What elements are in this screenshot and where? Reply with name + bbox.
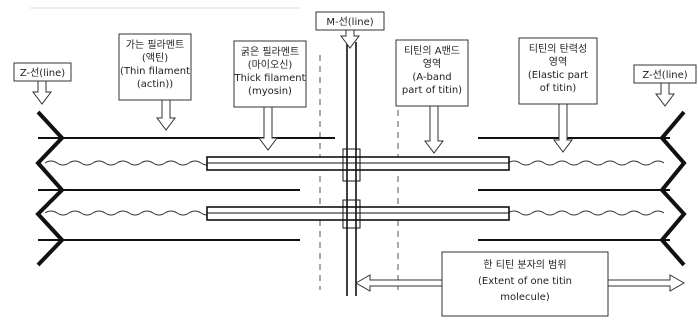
z-line-left [38, 112, 62, 265]
svg-text:한 티틴 분자의 범위: 한 티틴 분자의 범위 [483, 258, 566, 271]
z-line-right-label: Z-선(line) [634, 65, 696, 106]
svg-text:Thick filament: Thick filament [233, 73, 305, 84]
svg-text:molecule): molecule) [500, 292, 550, 303]
m-line-label: M-선(line) [316, 12, 384, 48]
thin-filament-label: 가는 필라멘트 (액틴) (Thin filament (actin)) [119, 34, 191, 130]
svg-text:(액틴): (액틴) [142, 52, 168, 64]
svg-text:가는 필라멘트: 가는 필라멘트 [126, 39, 184, 51]
svg-text:영역: 영역 [423, 58, 441, 70]
z-line-right [662, 112, 684, 265]
svg-text:M-선(line): M-선(line) [326, 16, 373, 28]
svg-text:(actin)): (actin)) [137, 79, 173, 90]
svg-text:(Elastic part: (Elastic part [528, 70, 588, 81]
svg-text:Z-선(line): Z-선(line) [642, 69, 687, 81]
thick-filaments [207, 157, 509, 220]
thin-filaments [38, 138, 670, 240]
svg-text:(마이오신): (마이오신) [248, 59, 293, 71]
svg-text:티틴의 탄력성: 티틴의 탄력성 [529, 43, 587, 55]
a-band-titin-label: 티틴의 A밴드 영역 (A-band part of titin) [396, 40, 468, 153]
svg-text:Z-선(line): Z-선(line) [20, 67, 65, 79]
svg-text:굵은 필라멘트: 굵은 필라멘트 [241, 46, 299, 58]
svg-text:(A-band: (A-band [412, 72, 451, 83]
svg-text:티틴의 A밴드: 티틴의 A밴드 [404, 45, 460, 57]
svg-text:part of titin): part of titin) [402, 85, 462, 96]
svg-text:영역: 영역 [549, 56, 567, 68]
svg-text:(Extent of one titin: (Extent of one titin [478, 276, 572, 287]
svg-text:(Thin filament: (Thin filament [120, 66, 190, 77]
svg-text:of titin): of titin) [540, 83, 577, 94]
elastic-titin-label: 티틴의 탄력성 영역 (Elastic part of titin) [519, 38, 597, 152]
z-line-left-label: Z-선(line) [14, 63, 71, 104]
svg-text:(myosin): (myosin) [248, 86, 292, 97]
thick-filament-label: 굵은 필라멘트 (마이오신) Thick filament (myosin) [233, 41, 306, 150]
titin-extent-indicator: 한 티틴 분자의 범위 (Extent of one titin molecul… [356, 252, 684, 316]
